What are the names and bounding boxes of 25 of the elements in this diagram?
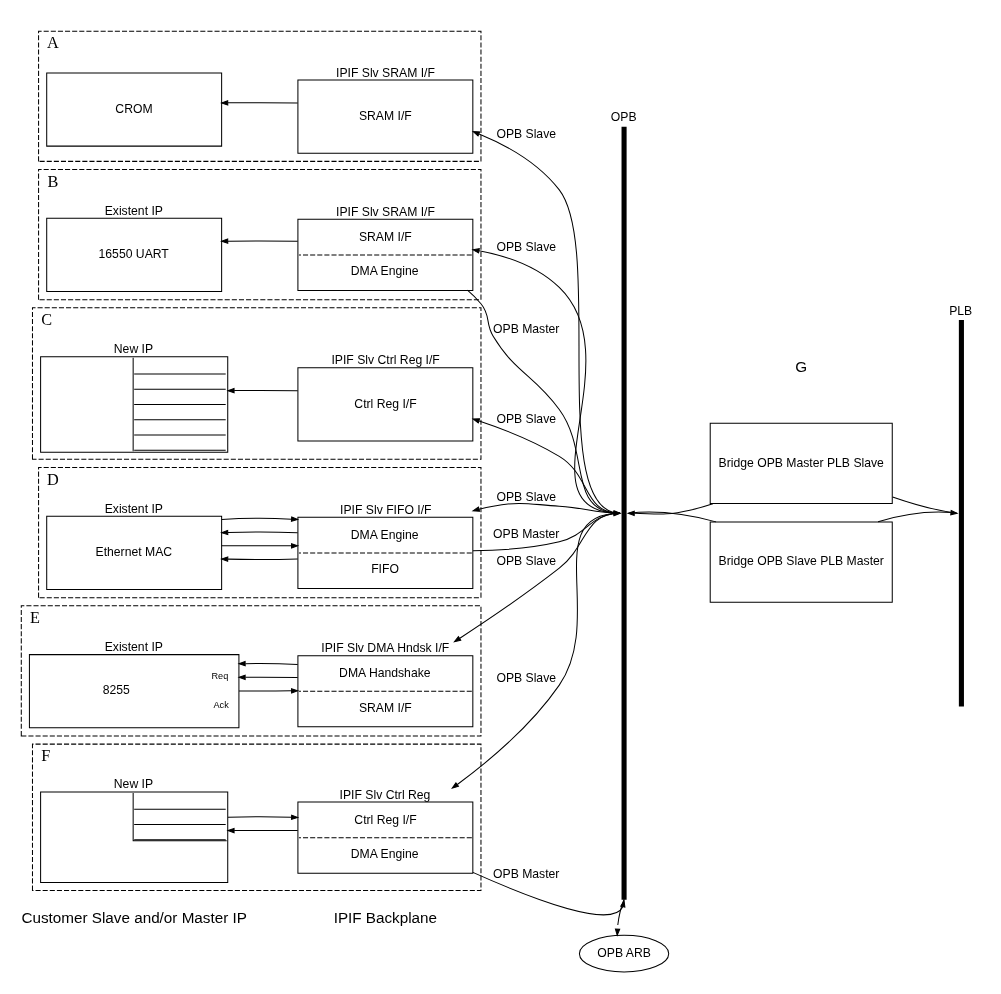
node-label: PLB: [949, 303, 973, 318]
node-label: IPIF Slv SRAM I/F: [336, 65, 435, 80]
node-label: Existent IP: [104, 639, 163, 654]
edge-label: OPB Slave: [496, 553, 557, 568]
edge-label: OPB Slave: [496, 489, 557, 504]
node-label: Existent IP: [104, 501, 163, 516]
node-label: Existent IP: [104, 203, 163, 218]
node-label: IPIF Slv Ctrl Reg I/F: [331, 352, 440, 367]
edge-label: OPB Master: [493, 866, 560, 881]
node-label: New IP: [113, 776, 154, 791]
edge-label: OPB Master: [493, 321, 560, 336]
edge-label: OPB Slave: [496, 411, 557, 426]
node-label: IPIF Slv SRAM I/F: [336, 204, 435, 219]
edge-label: OPB Slave: [496, 670, 557, 685]
edge-label: OPB Slave: [496, 239, 557, 254]
label: Customer Slave and/or Master IP: [21, 908, 247, 926]
label: G: [795, 357, 808, 375]
node-label: OPB: [610, 109, 637, 124]
node-label: IPIF Slv Ctrl Reg: [339, 787, 431, 802]
edge-label: OPB Slave: [496, 126, 557, 141]
label: IPIF Backplane: [333, 908, 438, 926]
node-label: IPIF Slv DMA Hndsk I/F: [321, 640, 450, 655]
node-label: IPIF Slv FIFO I/F: [340, 502, 432, 517]
edge-label: OPB Master: [493, 526, 560, 541]
node-label: New IP: [113, 341, 154, 356]
